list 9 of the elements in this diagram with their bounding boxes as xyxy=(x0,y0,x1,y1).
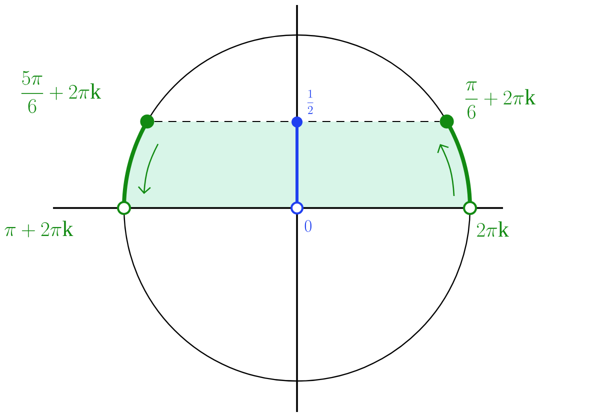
math-label: $2\pi \mathrm{k}$ xyxy=(477,221,509,237)
math-label: $0$ xyxy=(304,220,312,232)
math-label: $\dfrac{\pi}{6}+2\pi \mathrm{k}$ xyxy=(465,81,536,119)
dashed-line xyxy=(154,121,440,122)
math-label: $\dfrac{1}{2}$ xyxy=(307,90,314,114)
math-label: $\dfrac{5\pi}{6}+2\pi \mathrm{k}$ xyxy=(21,70,101,114)
filled-point xyxy=(140,114,154,128)
math-label: $\pi+2\pi \mathrm{k}$ xyxy=(4,220,74,238)
filled-point xyxy=(440,114,454,128)
